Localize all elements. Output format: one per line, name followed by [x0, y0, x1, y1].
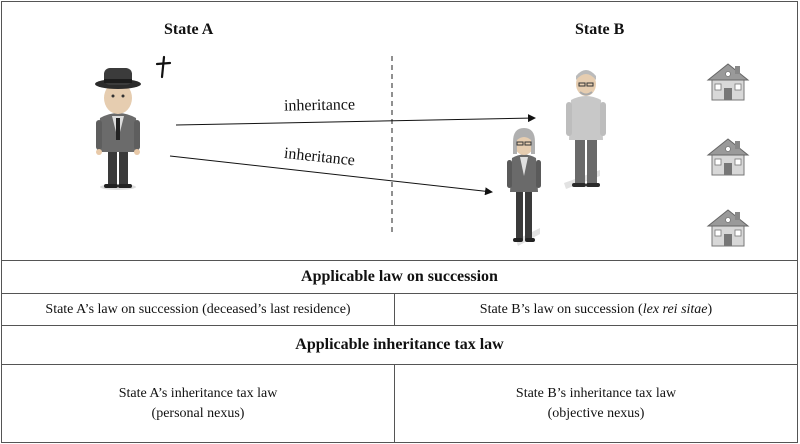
state-b-succession-cell: State B’s law on succession (lex rei sit… [395, 294, 797, 325]
old-man-icon [564, 70, 606, 189]
state-b-succession-prefix: State B’s law on succession ( [479, 301, 643, 317]
upper-arrow-label: inheritance [283, 96, 356, 115]
state-b-tax-line2: (objective nexus) [547, 405, 645, 421]
state-a-succession-cell: State A’s law on succession (deceased’s … [2, 294, 395, 325]
succession-law-row: State A’s law on succession (deceased’s … [1, 293, 798, 326]
house-icon [706, 209, 750, 247]
upper-inheritance-arrow [175, 114, 536, 126]
lex-rei-sitae-text: lex rei sitae [642, 301, 708, 317]
state-a-succession-text: State A’s law on succession (deceased’s … [45, 301, 351, 317]
inheritance-tax-title: Applicable inheritance tax law [1, 325, 798, 365]
inheritance-tax-title-text: Applicable inheritance tax law [295, 336, 504, 353]
lower-inheritance-arrow [169, 155, 493, 196]
state-a-tax-cell: State A’s inheritance tax law (personal … [2, 365, 395, 442]
succession-law-title: Applicable law on succession [1, 260, 798, 294]
man-with-hat-icon [95, 68, 141, 190]
state-b-label: State B [575, 21, 625, 38]
state-b-succession-text: State B’s law on succession (lex rei sit… [480, 300, 712, 320]
cross-icon [155, 55, 172, 79]
state-b-tax-line1: State B’s inheritance tax law [515, 385, 677, 401]
house-icon [706, 138, 750, 176]
state-a-tax-line1: State A’s inheritance tax law [118, 385, 278, 401]
succession-law-title-text: Applicable law on succession [301, 268, 498, 285]
woman-icon [507, 128, 541, 246]
state-b-tax-cell: State B’s inheritance tax law (objective… [395, 365, 797, 442]
state-b-succession-suffix: ) [707, 301, 713, 317]
state-a-tax-line2: (personal nexus) [151, 405, 245, 421]
state-a-label: State A [164, 21, 214, 38]
house-icon [706, 63, 750, 101]
inheritance-tax-row: State A’s inheritance tax law (personal … [1, 364, 798, 443]
